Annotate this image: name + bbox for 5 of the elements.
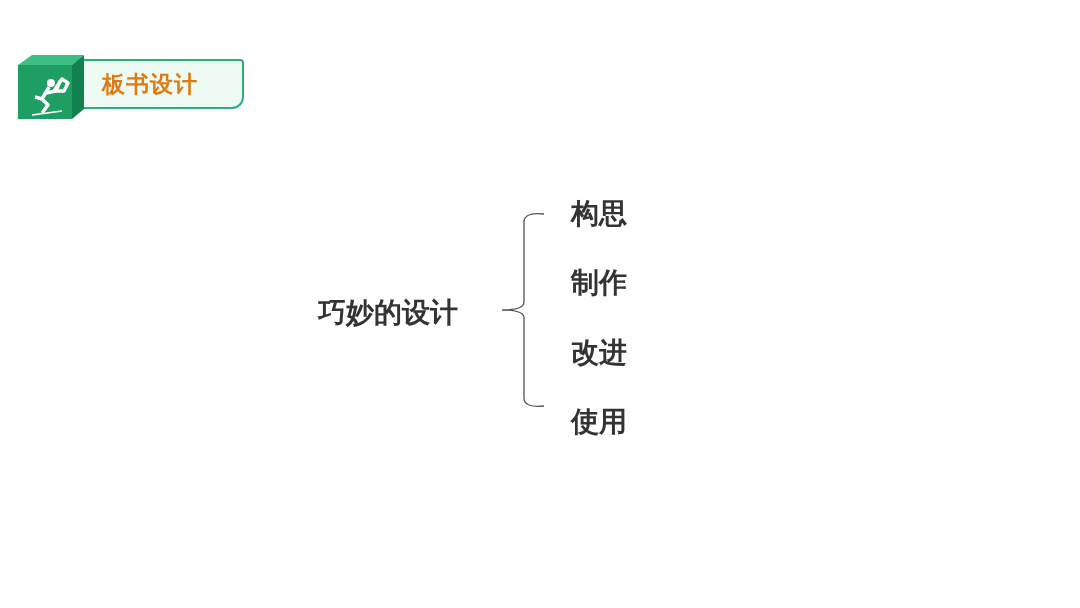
- step-text: 使用: [571, 405, 627, 439]
- step-text: 构思: [571, 197, 627, 231]
- step-text: 改进: [571, 336, 627, 370]
- step-text: 制作: [571, 266, 627, 300]
- topic-text: 巧妙的设计: [318, 296, 458, 330]
